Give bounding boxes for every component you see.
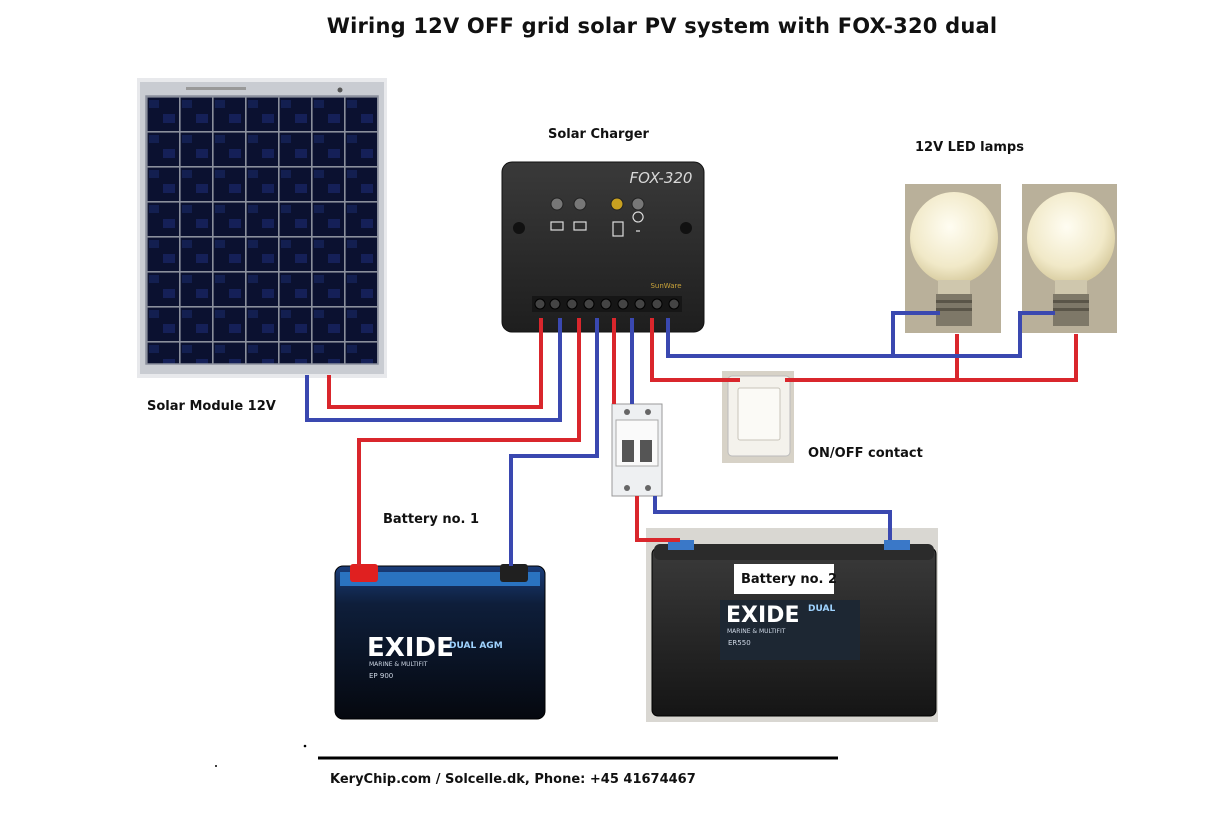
led-lamp — [1022, 184, 1117, 333]
on-off-switch — [722, 371, 794, 463]
label-battery1: Battery no. 1 — [383, 512, 480, 527]
wire-lamp1-negative — [891, 311, 940, 356]
charger-brand: SunWare — [650, 282, 681, 290]
stray-dot — [215, 765, 217, 767]
charger-model: FOX-320 — [630, 169, 693, 187]
solar-charger: FOX-320 SunWare — [501, 161, 705, 333]
battery1-sub: MARINE & MULTIFIT — [369, 661, 428, 668]
footer-credit: KeryChip.com / Solcelle.dk, Phone: +45 4… — [330, 772, 696, 787]
terminal-screw — [617, 298, 629, 310]
label-solar-charger: Solar Charger — [548, 127, 649, 142]
wire-solar-positive — [327, 318, 543, 409]
diagram-title: Wiring 12V OFF grid solar PV system with… — [326, 14, 998, 38]
battery2-sub: MARINE & MULTIFIT — [727, 628, 786, 635]
battery2-brand: EXIDE — [726, 603, 799, 628]
wire-battery2-negative — [653, 496, 892, 540]
bulb-icon — [632, 211, 644, 232]
led-indicator-icon — [573, 197, 587, 211]
solar-panel — [137, 78, 387, 378]
terminal-screw — [634, 298, 646, 310]
wires — [305, 311, 1078, 566]
led-indicator-icon — [550, 197, 564, 211]
led-indicator-icon — [610, 197, 624, 211]
battery-icon — [573, 221, 587, 231]
terminal-block — [532, 296, 682, 312]
label-on-off: ON/OFF contact — [808, 446, 923, 461]
circuit-breaker — [611, 403, 663, 497]
terminal-screw — [566, 298, 578, 310]
battery-icon — [550, 221, 564, 231]
led-indicator-icon — [631, 197, 645, 211]
battery-1: EXIDE DUAL AGM MARINE & MULTIFIT EP 900 — [334, 564, 546, 720]
terminal-screw — [668, 298, 680, 310]
wire-lamp-negative — [666, 311, 1055, 358]
battery2-label-box — [734, 564, 834, 594]
wire-battery1-positive — [357, 318, 581, 566]
stray-dot — [303, 744, 307, 748]
battery2-model: ER550 — [728, 639, 751, 647]
solar-panel-icon — [612, 221, 624, 237]
wire-battery2-positive — [635, 496, 680, 542]
battery2-series: DUAL — [808, 604, 835, 614]
wire-switch-out — [785, 334, 1078, 382]
wire-solar-negative — [305, 318, 562, 422]
terminal-screw — [583, 298, 595, 310]
wire-switch-in — [650, 318, 740, 382]
terminal-screw — [549, 298, 561, 310]
wire-battery1-negative — [509, 318, 599, 566]
label-solar-module: Solar Module 12V — [147, 399, 276, 414]
label-battery2: Battery no. 2 — [741, 572, 838, 587]
label-led-lamps: 12V LED lamps — [915, 140, 1024, 155]
battery-2: EXIDE DUAL MARINE & MULTIFIT ER550 — [646, 528, 938, 722]
terminal-screw — [534, 298, 546, 310]
battery1-model: EP 900 — [369, 672, 393, 680]
terminal-screw — [651, 298, 663, 310]
battery1-brand: EXIDE — [367, 633, 454, 663]
battery1-series: DUAL AGM — [449, 641, 503, 651]
led-lamp — [905, 184, 1001, 333]
terminal-screw — [600, 298, 612, 310]
